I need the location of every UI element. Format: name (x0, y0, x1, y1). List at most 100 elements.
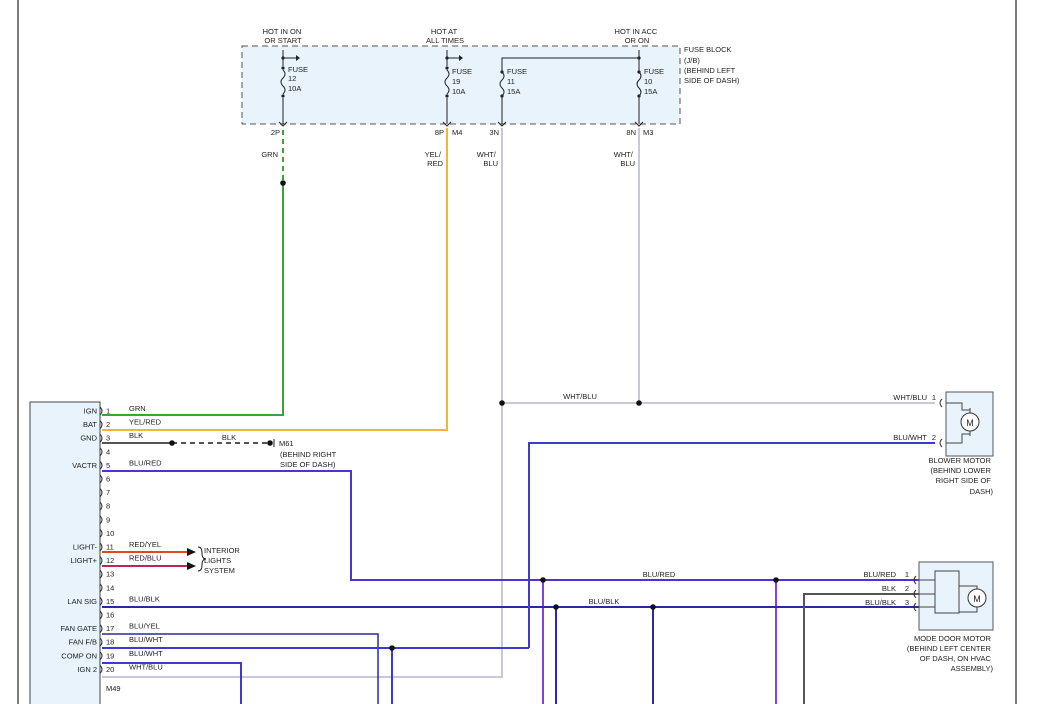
motor-icon (960, 412, 980, 432)
module-pin-row: 10 (99, 529, 114, 538)
module-pin-wire-color: BLK (129, 431, 143, 440)
connector-m49: M49 (106, 684, 121, 693)
fuse-12-label: FUSE 12 10A (288, 65, 310, 93)
wire-label-wht-blu-1: WHT/ BLU (477, 150, 498, 168)
hot-label-fuse-12: HOT IN ON OR START (263, 27, 304, 45)
wire-label-grn: GRN (261, 150, 278, 159)
pin-2p: 2P (271, 128, 280, 137)
module-pin-name: LAN SIG (67, 597, 97, 606)
fuse-10-label: FUSE 10 15A (644, 67, 666, 96)
module-pin-row: 5 VACTR BLU/RED (72, 458, 162, 470)
wire-grn (102, 183, 284, 416)
module-pin-number: 18 (106, 638, 114, 647)
connector-cavity-icon (99, 433, 103, 443)
connector-icon (939, 438, 943, 448)
module-pin-wire-color: BLU/WHT (129, 649, 163, 658)
module-pin-row: 9 (99, 515, 110, 524)
module-pin-number: 20 (106, 665, 114, 674)
interior-lights-label: INTERIOR LIGHTS SYSTEM (204, 546, 242, 575)
module-pin-number: 5 (106, 461, 110, 470)
module-pin-name: IGN 2 (77, 665, 97, 674)
module-pin-number: 13 (106, 570, 114, 579)
mode-pin-1: 1 (905, 570, 909, 579)
wire-label-wht-blu-h: WHT/BLU (563, 392, 597, 401)
terminal-icon (442, 121, 452, 127)
module-pin-number: 4 (106, 447, 110, 456)
blower-motor-symbol: M (966, 418, 974, 428)
module-pin-row: 14 (99, 583, 114, 593)
fuse-11-label: FUSE 11 15A (507, 67, 529, 96)
wire-label-blu-red-h: BLU/RED (643, 570, 676, 579)
connector-icon (913, 575, 917, 585)
connector-cavity-icon (99, 406, 103, 416)
arrow-icon (459, 55, 463, 61)
mode-door-motor-label: MODE DOOR MOTOR (BEHIND LEFT CENTER OF D… (907, 634, 994, 673)
wire-label-blk-h: BLK (222, 433, 236, 442)
wires (102, 128, 935, 704)
connector-cavity-icon (99, 461, 103, 470)
wire-blu-wht-comp (102, 662, 242, 704)
module-pin-wire-color: BLU/YEL (129, 622, 160, 631)
module-pin-row: 8 (99, 501, 110, 511)
pin-8p: 8P (435, 128, 444, 137)
module-pin-number: 2 (106, 420, 110, 429)
pin-3n: 3N (489, 128, 499, 137)
splices (169, 180, 779, 651)
module-pin-name: FAN GATE (60, 624, 97, 633)
connector-m4: M4 (452, 128, 462, 137)
ground-location: (BEHIND RIGHT SIDE OF DASH) (280, 450, 338, 469)
fuse-bus (501, 57, 640, 72)
module-pin-row: 6 (99, 474, 110, 484)
wire-label-wht-blu-2: WHT/ BLU (614, 150, 635, 168)
module-pin-row: 7 (99, 488, 110, 497)
mode-pin-1-wire: BLU/RED (863, 570, 896, 579)
connector-cavity-icon (99, 583, 103, 593)
module-pin-row: 13 (99, 570, 114, 579)
terminal-icon (278, 121, 288, 127)
fuse-19-label: FUSE 19 10A (452, 67, 474, 96)
module-pin-number: 8 (106, 502, 110, 511)
motor-icon (967, 588, 987, 608)
connector-cavity-icon (99, 651, 103, 661)
wire-label-yel-red: YEL/ RED (425, 150, 444, 168)
wire-blu-yel (102, 633, 379, 704)
module-pin-wire-color: BLU/BLK (129, 594, 160, 603)
terminal-icon (497, 121, 507, 127)
module-pin-row: 16 (99, 611, 114, 620)
module-pin-row: 4 (99, 447, 110, 456)
connector-cavity-icon (99, 529, 103, 538)
module-pin-wire-color: WHT/BLU (129, 662, 163, 671)
connector-cavity-icon (99, 501, 103, 511)
module-pin-name: IGN (84, 407, 97, 416)
module-pin-number: 1 (106, 407, 110, 416)
module-pin-name: VACTR (72, 461, 97, 470)
connector-icon (913, 589, 917, 599)
connector-cavity-icon (99, 488, 103, 497)
connector-cavity-icon (99, 474, 103, 484)
terminal-icon (634, 121, 644, 127)
fuse-19 (444, 50, 459, 124)
mode-door-motor: M BLU/RED 1 BLK 2 BLU/BLK 3 MODE DOOR MO… (863, 561, 994, 673)
mode-pin-3-wire: BLU/BLK (865, 598, 896, 607)
fuse-block: FUSE BLOCK (J/B) (BEHIND LEFT SIDE OF DA… (241, 27, 740, 137)
module-pin-wire-color: BLU/WHT (129, 635, 163, 644)
blower-pin-2-wire: BLU/WHT (893, 433, 927, 442)
module-pin-wire-color: RED/BLU (129, 554, 162, 563)
wire-wht-blu-ign2 (102, 128, 503, 678)
module-pin-wire-color: BLU/RED (129, 458, 162, 467)
module-pin-number: 16 (106, 611, 114, 620)
connector-icon (939, 398, 943, 408)
module-pin-name: COMP ON (61, 651, 97, 660)
module-pin-name: GND (80, 434, 97, 443)
module-pin-number: 12 (106, 556, 114, 565)
wire-blu-wht-blower (528, 442, 935, 648)
module-pin-number: 7 (106, 488, 110, 497)
module-pin-name: LIGHT+ (71, 556, 98, 565)
